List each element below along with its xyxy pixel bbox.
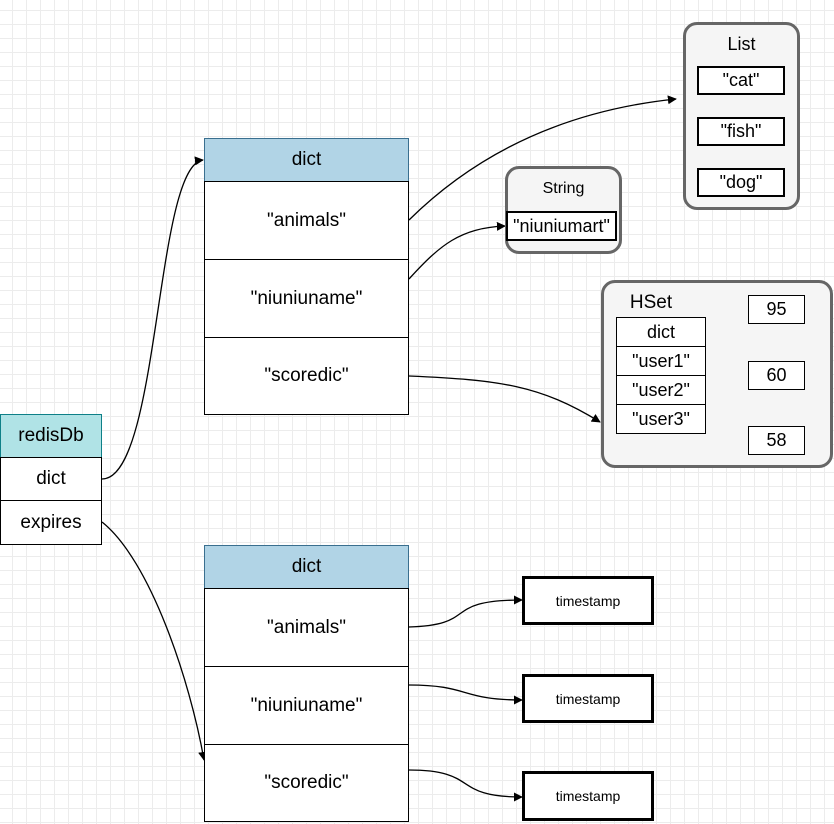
dict-main-key-scoredic: "scoredic": [204, 337, 409, 415]
hset-value-95: 95: [748, 295, 805, 324]
string-value: "niuniumart": [506, 211, 617, 241]
redisdb-field-expires: expires: [0, 500, 102, 545]
hset-value-60: 60: [748, 361, 805, 390]
hset-row-user2: "user2": [616, 375, 706, 405]
string-title: String: [542, 180, 585, 197]
edge-scoredic-to-hset: [408, 375, 601, 423]
timestamp-scoredic: timestamp: [522, 771, 654, 821]
list-item-fish: "fish": [697, 117, 785, 146]
hset-title: HSet: [629, 292, 673, 313]
edge-exp-scoredic-to-timestamp: [408, 769, 523, 802]
list-item-dog: "dog": [697, 168, 785, 197]
list-title: List: [727, 33, 756, 54]
list-item-cat: "cat": [697, 66, 785, 95]
dict-main-header: dict: [204, 138, 409, 182]
edge-niuniuname-to-string: [408, 221, 506, 280]
redisdb-header: redisDb: [0, 414, 102, 458]
edge-exp-niuniuname-to-timestamp: [408, 684, 523, 705]
edge-redisdb-dict-to-dict: [101, 156, 204, 480]
edge-exp-animals-to-timestamp: [408, 595, 523, 628]
hset-row-dict: dict: [616, 317, 706, 347]
hset-row-user1: "user1": [616, 346, 706, 376]
hset-value-58: 58: [748, 426, 805, 455]
timestamp-niuniuname: timestamp: [522, 674, 654, 723]
dict-expires-key-niuniuname: "niuniuname": [204, 666, 409, 745]
dict-main-key-animals: "animals": [204, 181, 409, 260]
hset-row-user3: "user3": [616, 404, 706, 434]
dict-expires-key-animals: "animals": [204, 588, 409, 667]
dict-expires-header: dict: [204, 545, 409, 589]
edge-redisdb-expires-to-dict: [101, 521, 208, 761]
timestamp-animals: timestamp: [522, 576, 654, 625]
redisdb-field-dict: dict: [0, 457, 102, 501]
dict-main-key-niuniuname: "niuniuname": [204, 259, 409, 338]
dict-expires-key-scoredic: "scoredic": [204, 744, 409, 822]
